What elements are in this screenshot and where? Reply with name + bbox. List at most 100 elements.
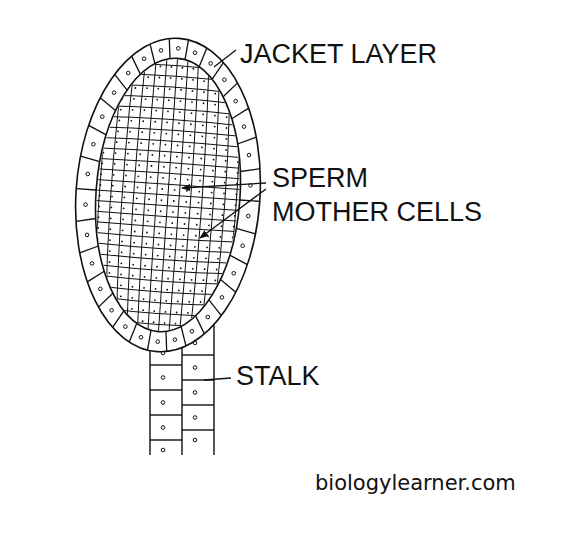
jacket-cell-wall — [236, 228, 255, 234]
cell-nucleus — [221, 214, 223, 216]
cell-nucleus — [213, 137, 215, 139]
cell-wall — [94, 103, 254, 117]
jacket-cell-wall — [185, 40, 188, 60]
cell-nucleus — [120, 262, 122, 264]
jacket-cell-wall — [115, 74, 127, 90]
cell-nucleus — [128, 142, 130, 144]
cell-nucleus — [187, 179, 189, 181]
cell-nucleus — [178, 289, 180, 291]
cell-wall — [96, 82, 256, 96]
cell-nucleus — [121, 98, 123, 100]
cell-nucleus — [123, 197, 125, 199]
watermark: biologylearner.com — [315, 470, 516, 496]
cell-nucleus — [170, 233, 172, 235]
cell-nucleus — [172, 211, 174, 213]
cell-nucleus — [133, 242, 135, 244]
cell-nucleus — [131, 297, 133, 299]
cell-nucleus — [120, 284, 122, 286]
cell-nucleus — [226, 127, 228, 129]
cell-nucleus — [203, 102, 205, 104]
jacket-cell-wall — [80, 246, 99, 253]
cell-nucleus — [235, 204, 237, 206]
cell-nucleus — [184, 212, 186, 214]
cell-nucleus — [198, 191, 200, 193]
cell-nucleus — [213, 290, 215, 292]
cell-nucleus — [181, 256, 183, 258]
part-label: SPERM MOTHER CELLS — [272, 162, 487, 230]
cell-nucleus — [97, 227, 99, 229]
cell-nucleus — [169, 88, 171, 90]
cell-nucleus — [164, 322, 166, 324]
cell-nucleus — [179, 278, 181, 280]
cell-nucleus — [134, 231, 136, 233]
cell-wall — [79, 315, 239, 330]
cell-nucleus — [166, 289, 168, 291]
jacket-cell-wall — [89, 125, 107, 134]
cell-nucleus — [133, 98, 135, 100]
jacket-cell-wall — [209, 300, 221, 316]
cell-nucleus — [219, 236, 221, 238]
cell-nucleus — [211, 181, 213, 183]
cell-nucleus — [104, 141, 106, 143]
cell-nucleus — [132, 264, 134, 266]
cell-nucleus — [180, 267, 182, 269]
cell-nucleus — [223, 192, 225, 194]
leader-line — [214, 50, 236, 67]
cell-nucleus — [158, 232, 160, 234]
cell-nucleus — [193, 366, 197, 370]
cell-nucleus — [174, 178, 176, 180]
cell-nucleus — [229, 258, 231, 260]
cell-nucleus — [187, 312, 189, 314]
cell-nucleus — [164, 144, 166, 146]
cell-nucleus — [195, 235, 197, 237]
cell-nucleus — [193, 416, 197, 420]
cell-nucleus — [185, 201, 187, 203]
cell-nucleus — [110, 308, 114, 312]
jacket-cell-wall — [196, 316, 205, 334]
cell-nucleus — [143, 298, 145, 300]
leader-line — [204, 378, 231, 380]
sperm-mother-cell-grid — [66, 38, 270, 353]
cell-nucleus — [203, 80, 205, 82]
cell-nucleus — [134, 87, 136, 89]
cell-nucleus — [138, 164, 140, 166]
jacket-cell-wall — [148, 330, 151, 350]
cell-nucleus — [86, 172, 90, 176]
cell-nucleus — [237, 172, 239, 174]
cell-wall — [87, 210, 247, 222]
cell-nucleus — [149, 187, 151, 189]
cell-nucleus — [127, 153, 129, 155]
jacket-cell-wall — [199, 48, 206, 67]
cell-nucleus — [100, 173, 102, 175]
cell-nucleus — [193, 391, 197, 395]
cell-nucleus — [121, 251, 123, 253]
cell-nucleus — [190, 112, 192, 114]
cell-wall — [81, 284, 241, 298]
cell-nucleus — [141, 131, 143, 133]
cell-nucleus — [139, 153, 141, 155]
stalk-cell-wall — [182, 429, 214, 430]
cell-nucleus — [117, 130, 119, 132]
stalk-cell-wall — [182, 404, 214, 405]
jacket-cell-wall — [232, 108, 249, 119]
cell-wall — [85, 231, 245, 243]
cell-nucleus — [154, 299, 156, 301]
cell-nucleus — [226, 105, 228, 107]
cell-nucleus — [105, 130, 107, 132]
cell-nucleus — [121, 240, 123, 242]
part-label: JACKET LAYER — [240, 38, 437, 72]
cell-nucleus — [156, 266, 158, 268]
jacket-cell-wall — [129, 323, 136, 342]
cell-nucleus — [151, 165, 153, 167]
cell-nucleus — [158, 77, 160, 79]
cell-nucleus — [230, 247, 232, 249]
cell-nucleus — [99, 195, 101, 197]
leader-line — [200, 189, 266, 238]
cell-nucleus — [108, 283, 110, 285]
jacket-outer-wall — [65, 32, 270, 358]
cell-nucleus — [210, 203, 212, 205]
cell-nucleus — [161, 426, 165, 430]
cell-nucleus — [124, 325, 128, 329]
